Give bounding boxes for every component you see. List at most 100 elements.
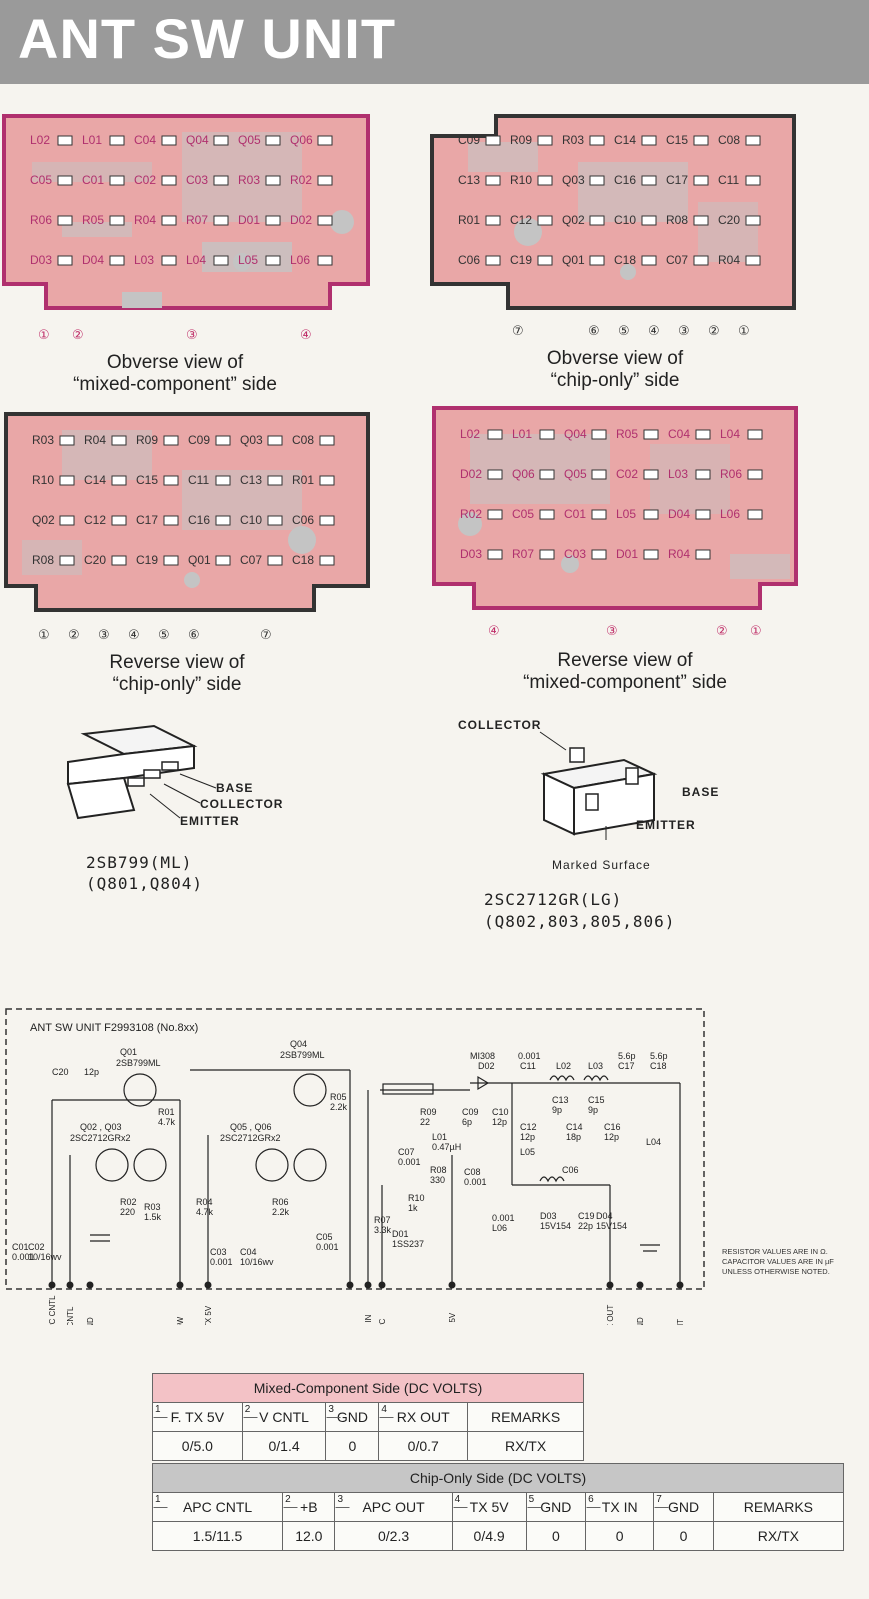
- component-label: L03: [134, 253, 154, 267]
- component-pad: [215, 555, 231, 566]
- component-label: R04: [84, 433, 106, 447]
- component-label: C16: [614, 173, 636, 187]
- component-label: L02: [30, 133, 50, 147]
- schematic-terminal-label: F TX 5V: [204, 1305, 213, 1325]
- schematic-component-label: L01: [432, 1132, 447, 1142]
- table-cell: 12.0: [282, 1521, 336, 1551]
- schematic-terminal-label: V CNTL: [66, 1306, 75, 1325]
- component-label: C14: [84, 473, 106, 487]
- component-label: D01: [238, 213, 260, 227]
- component-label: Q05: [238, 133, 261, 147]
- schematic-component-label: C13: [552, 1095, 569, 1105]
- schematic-component-label: C06: [562, 1165, 579, 1175]
- schematic-component-label: 220: [120, 1207, 135, 1217]
- component-label: C06: [458, 253, 480, 267]
- schematic-component-label: 18p: [566, 1132, 581, 1142]
- component-label: R05: [82, 213, 104, 227]
- component-label: R10: [510, 173, 532, 187]
- component-pad: [161, 255, 177, 266]
- component-label: D01: [616, 547, 638, 561]
- header-cell: REMARKS: [712, 1492, 845, 1522]
- schematic-notes: RESISTOR VALUES ARE IN Ω. CAPACITOR VALU…: [722, 1247, 834, 1276]
- component-pad: [487, 509, 503, 520]
- component-pad: [161, 215, 177, 226]
- component-label: L01: [512, 427, 532, 441]
- component-label: Q06: [290, 133, 313, 147]
- component-pad: [317, 215, 333, 226]
- component-label: C05: [512, 507, 534, 521]
- component-label: L05: [616, 507, 636, 521]
- component-label: C10: [240, 513, 262, 527]
- component-label: L06: [290, 253, 310, 267]
- component-label: R04: [718, 253, 740, 267]
- component-pad: [265, 175, 281, 186]
- component-pad: [319, 475, 335, 486]
- schematic-component-label: MI308: [470, 1051, 495, 1061]
- component-pad: [693, 135, 709, 146]
- schematic-component-label: 9p: [552, 1105, 562, 1115]
- component-label: L04: [720, 427, 740, 441]
- schematic-component-label: C10: [492, 1107, 509, 1117]
- schematic-component-label: 3.3k: [374, 1225, 392, 1235]
- component-label: L06: [720, 507, 740, 521]
- component-label: C16: [188, 513, 210, 527]
- component-pad: [537, 215, 553, 226]
- component-pad: [589, 175, 605, 186]
- schematic-component-label: C19: [578, 1211, 595, 1221]
- schematic-component-label: 5.6p: [618, 1051, 636, 1061]
- component-label: Q01: [562, 253, 585, 267]
- component-pad: [163, 435, 179, 446]
- component-pad: [319, 555, 335, 566]
- component-label: C17: [136, 513, 158, 527]
- header-cell: 2+B: [282, 1492, 336, 1522]
- component-pad: [317, 255, 333, 266]
- schematic-component-label: 0.001: [210, 1257, 233, 1267]
- component-pad: [265, 255, 281, 266]
- table-cell: 0/4.9: [451, 1521, 527, 1551]
- component-pad: [747, 429, 763, 440]
- component-label: C06: [292, 513, 314, 527]
- component-pad: [215, 475, 231, 486]
- component-pad: [267, 515, 283, 526]
- t2-label-emitter: EMITTER: [636, 818, 696, 832]
- component-label: C08: [292, 433, 314, 447]
- component-label: C14: [614, 133, 636, 147]
- schematic-component-label: Q02 , Q03: [80, 1122, 122, 1132]
- component-pad: [643, 429, 659, 440]
- component-pad: [485, 175, 501, 186]
- caption-chip-obverse: Obverse view of “chip-only” side: [546, 348, 684, 391]
- table-row: 0/5.0 0/1.4 0 0/0.7 RX/TX: [152, 1431, 584, 1461]
- schematic-component-label: R09: [420, 1107, 437, 1117]
- component-pad: [487, 429, 503, 440]
- component-pad: [589, 215, 605, 226]
- schematic-component-label: Q01: [120, 1047, 137, 1057]
- schematic-component-label: 1k: [408, 1203, 418, 1213]
- schematic-component-label: C01: [12, 1242, 29, 1252]
- schematic-terminal-label: ANT: [676, 1319, 685, 1325]
- component-label: D03: [460, 547, 482, 561]
- schematic-terminal-label: LOW: [176, 1316, 185, 1325]
- schematic-component-label: 0.001: [398, 1157, 421, 1167]
- component-label: R06: [30, 213, 52, 227]
- schematic-diagram: ANT SW UNIT F2993108 (No.8xx) Q012SB799M…: [5, 1008, 705, 1325]
- schematic-component-label: 2SB799ML: [280, 1050, 325, 1060]
- component-label: R02: [460, 507, 482, 521]
- component-pad: [59, 435, 75, 446]
- component-pad: [641, 135, 657, 146]
- component-label: R01: [458, 213, 480, 227]
- schematic-terminal-label: GND: [636, 1317, 645, 1325]
- component-pad: [215, 435, 231, 446]
- component-pad: [589, 255, 605, 266]
- component-pad: [745, 135, 761, 146]
- component-pad: [539, 429, 555, 440]
- component-label: R08: [666, 213, 688, 227]
